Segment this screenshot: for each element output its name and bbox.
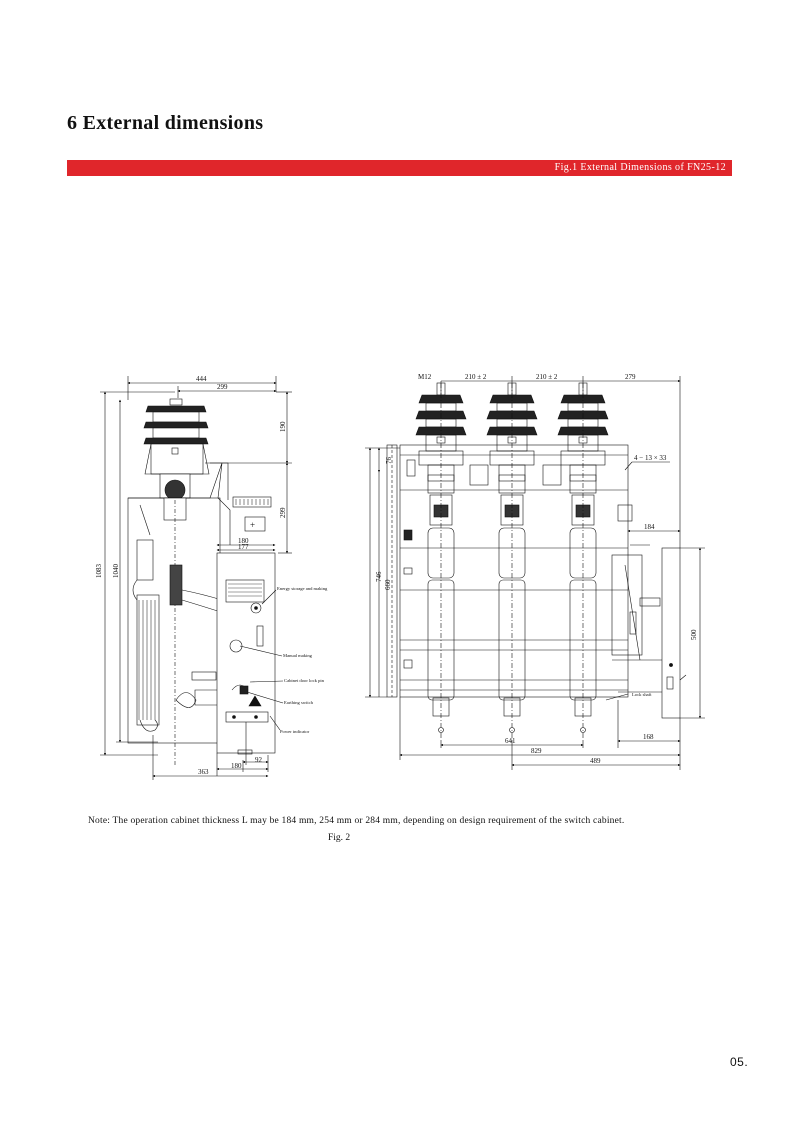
dim-829: 829: [531, 747, 542, 755]
dim-444: 444: [196, 375, 207, 383]
dim-279: 279: [625, 373, 636, 381]
side-view-dimension-labels: 444 299 190 299 180 177 1083 1040 92 180…: [95, 375, 287, 776]
svg-text:+: +: [250, 520, 255, 530]
section-heading: 6 External dimensions: [67, 112, 264, 134]
dim-363: 363: [198, 768, 209, 776]
dim-210-b: 210 ± 2: [536, 373, 558, 381]
dim-92: 92: [255, 756, 263, 764]
callout-manual-making: Manual making: [283, 653, 313, 658]
dim-holes: 4 − 13 × 33: [634, 454, 667, 462]
dim-76: 76: [385, 457, 393, 465]
dim-180-bottom: 180: [231, 762, 242, 770]
dim-184: 184: [644, 523, 655, 531]
dim-489: 489: [590, 757, 601, 765]
dim-1040: 1040: [112, 564, 120, 579]
dim-299-top: 299: [217, 383, 228, 391]
dim-168: 168: [643, 733, 654, 741]
callout-cabinet-door-lock: Cabinet door lock pin: [284, 678, 325, 683]
side-view: +: [100, 376, 292, 780]
dim-m12: M12: [418, 373, 432, 381]
front-view: [365, 376, 705, 770]
side-view-callouts: Energy storage and making Manual making …: [277, 586, 328, 734]
dim-660: 660: [384, 579, 392, 590]
figure-caption: Fig.1 External Dimensions of FN25-12: [554, 162, 726, 173]
dim-180-top: 180: [238, 537, 249, 545]
dim-746: 746: [375, 571, 383, 582]
dim-1083: 1083: [95, 564, 103, 579]
callout-lock-shaft: Lock shaft: [632, 692, 652, 697]
front-view-dimension-labels: M12 210 ± 2 210 ± 2 279 4 − 13 × 33 184 …: [375, 373, 698, 765]
dim-190: 190: [279, 421, 287, 432]
figure-label: Fig. 2: [328, 833, 351, 843]
callout-earthing-switch: Earthing switch: [284, 700, 314, 705]
pole-2: [486, 382, 538, 740]
dim-210-a: 210 ± 2: [465, 373, 487, 381]
callout-power-indicator: Power indicator: [280, 729, 310, 734]
dim-299-side: 299: [279, 507, 287, 518]
pole-3: [557, 382, 609, 740]
dim-500: 500: [690, 629, 698, 640]
page-number: 05.: [730, 1055, 749, 1069]
callout-energy-storage: Energy storage and making: [277, 586, 328, 591]
dim-177: 177: [238, 543, 249, 551]
figure-caption-bar: Fig.1 External Dimensions of FN25-12: [67, 160, 732, 176]
design-note: Note: The operation cabinet thickness L …: [88, 816, 625, 826]
pole-1: [415, 382, 467, 740]
dim-641: 641: [505, 737, 516, 745]
